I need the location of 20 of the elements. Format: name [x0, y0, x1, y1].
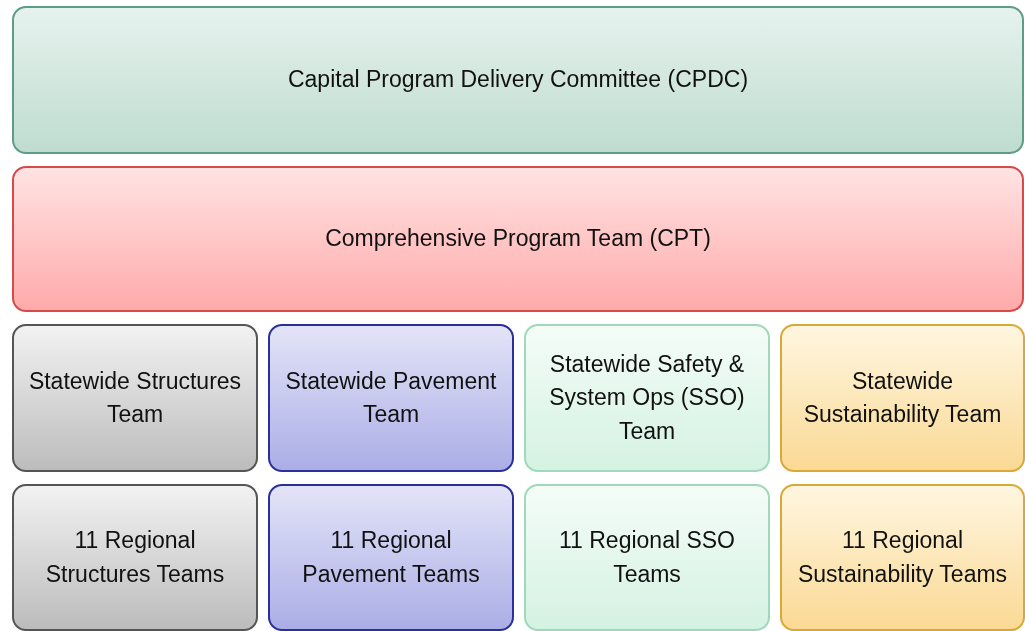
- team-name: Statewide Structures Team: [27, 366, 243, 429]
- team-box: [524, 324, 770, 472]
- team-box: [780, 484, 1025, 631]
- team-name: Statewide Sustainability Team: [802, 366, 1003, 429]
- team-box: [780, 324, 1025, 472]
- team-box: [524, 484, 770, 631]
- team-name: 11 Regional Sustainability Teams: [796, 526, 1009, 589]
- team-box: [12, 484, 258, 631]
- team-name: 11 Regional SSO Teams: [558, 526, 736, 589]
- team-name: Comprehensive Program Team (CPT): [324, 224, 712, 254]
- team-name: 11 Regional Pavement Teams: [301, 526, 481, 589]
- team-name: Statewide Safety & System Ops (SSO) Team: [548, 350, 746, 446]
- team-box: [268, 484, 514, 631]
- team-box: [12, 166, 1024, 312]
- team-name: Statewide Pavement Team: [284, 366, 498, 429]
- team-name: 11 Regional Structures Teams: [44, 526, 226, 589]
- committee-box: [12, 6, 1024, 154]
- team-box: [268, 324, 514, 472]
- team-name: Capital Program Delivery Committee (CPDC): [286, 65, 750, 95]
- team-box: [12, 324, 258, 472]
